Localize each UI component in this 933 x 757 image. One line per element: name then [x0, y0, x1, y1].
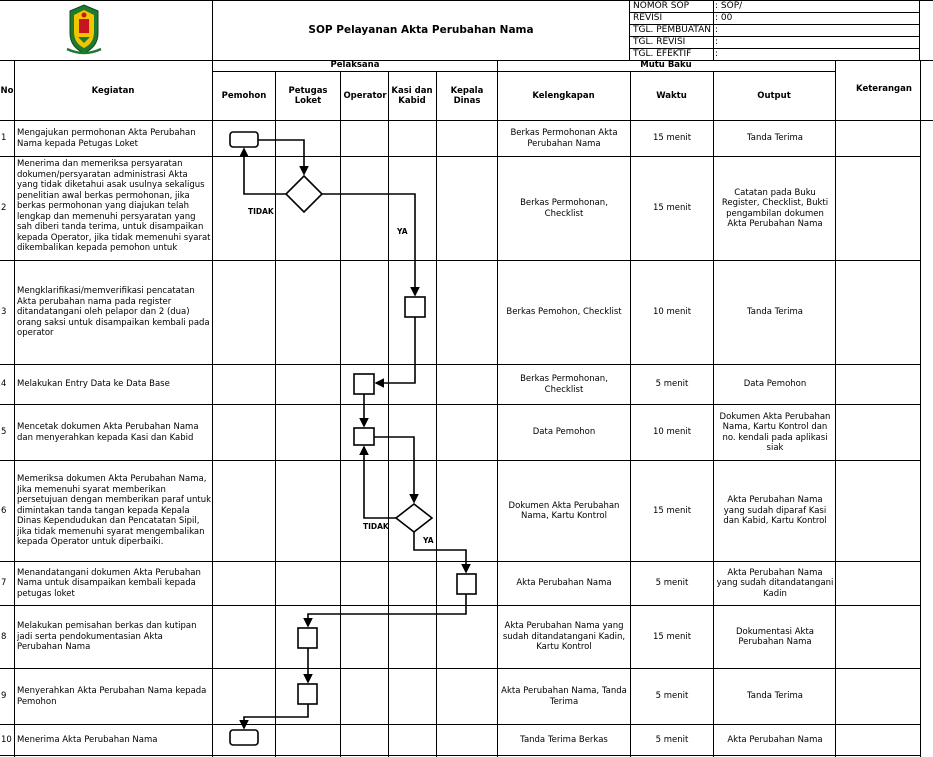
flow-step-7 — [456, 573, 477, 595]
header-kelengkapan: Kelengkapan — [532, 90, 595, 101]
header-output: Output — [757, 90, 791, 101]
meta-label-efektif: TGL. EFEKTIF — [633, 49, 692, 59]
row-kegiatan: Menyerahkan Akta Perubahan Nama kepada P… — [17, 686, 207, 707]
row-kelengkapan: Akta Perubahan Nama — [516, 578, 612, 589]
meta-label-tgl-revisi: TGL. REVISI — [633, 37, 686, 47]
row-kelengkapan: Berkas Pemohon, Checklist — [506, 307, 622, 318]
meta-value-nomor: : SOP/ — [715, 1, 743, 11]
meta-label-revisi: REVISI — [633, 13, 663, 23]
flow-decision-2 — [394, 502, 434, 534]
row-kelengkapan: Berkas Permohonan, Checklist — [520, 198, 608, 219]
row-no: 7 — [1, 578, 7, 589]
row-output: Data Pemohon — [743, 379, 807, 390]
flow-end — [229, 729, 259, 746]
row-waktu: 5 menit — [655, 691, 689, 702]
row-waktu: 15 menit — [652, 505, 692, 516]
row-output: Dokumen Akta Perubahan Nama, Kartu Kontr… — [719, 411, 831, 454]
regency-logo — [64, 3, 104, 55]
label-ya-1: YA — [396, 227, 408, 236]
flow-step-9 — [297, 683, 318, 705]
header-kegiatan: Kegiatan — [91, 85, 135, 96]
row-output: Akta Perubahan Nama — [727, 734, 823, 745]
meta-value-pembuatan: : — [715, 25, 719, 35]
header-mutu-baku: Mutu Baku — [640, 60, 692, 71]
row-kelengkapan: Berkas Permohonan Akta Perubahan Nama — [510, 128, 618, 149]
row-kegiatan: Melakukan Entry Data ke Data Base — [17, 379, 170, 390]
flow-decision-1 — [284, 174, 324, 214]
row-output: Catatan pada Buku Register, Checklist, B… — [721, 187, 829, 230]
label-tidak-2: TIDAK — [363, 522, 390, 531]
row-waktu: 10 menit — [652, 307, 692, 318]
flow-start — [229, 131, 259, 148]
row-waktu: 5 menit — [655, 578, 689, 589]
row-no: 3 — [1, 307, 7, 318]
row-kegiatan: Menerima dan memeriksa persyaratan dokum… — [17, 159, 211, 253]
row-kelengkapan: Dokumen Akta Perubahan Nama, Kartu Kontr… — [508, 500, 620, 522]
header-pemohon: Pemohon — [221, 90, 267, 101]
flow-step-3 — [404, 296, 426, 318]
label-ya-2: YA — [422, 536, 434, 545]
header-keterangan: Keterangan — [856, 83, 912, 94]
row-waktu: 5 menit — [655, 379, 689, 390]
row-no: 10 — [1, 734, 12, 745]
row-output: Akta Perubahan Nama yang sudah diparaf K… — [723, 495, 827, 527]
row-waktu: 15 menit — [652, 203, 692, 214]
row-kelengkapan: Akta Perubahan Nama, Tanda Terima — [501, 686, 627, 707]
row-no: 5 — [1, 427, 7, 438]
row-waktu: 5 menit — [655, 734, 689, 745]
header-petugas-loket: Petugas Loket — [288, 85, 328, 107]
row-kelengkapan: Akta Perubahan Nama yang sudah ditandata… — [502, 621, 626, 653]
meta-label-nomor: NOMOR SOP — [633, 1, 690, 11]
meta-value-revisi: : 00 — [715, 13, 733, 23]
meta-value-tgl-revisi: : — [715, 37, 719, 47]
sop-title: SOP Pelayanan Akta Perubahan Nama — [308, 24, 534, 36]
row-kelengkapan: Data Pemohon — [532, 427, 596, 438]
flow-step-5 — [353, 427, 375, 446]
row-kegiatan: Mengklarifikasi/memverifikasi pencatatan… — [17, 286, 210, 339]
row-kegiatan: Menandatangani dokumen Akta Perubahan Na… — [17, 567, 201, 599]
row-output: Tanda Terima — [746, 133, 803, 144]
row-kelengkapan: Berkas Permohonan, Checklist — [520, 374, 608, 395]
row-kegiatan: Mengajukan permohonan Akta Perubahan Nam… — [17, 128, 196, 149]
header-waktu: Waktu — [656, 90, 687, 101]
flow-step-8 — [297, 627, 318, 649]
row-kegiatan: Menerima Akta Perubahan Nama — [17, 734, 158, 745]
row-no: 9 — [1, 691, 7, 702]
row-kegiatan: Memeriksa dokumen Akta Perubahan Nama, J… — [17, 474, 211, 548]
row-output: Tanda Terima — [746, 691, 803, 702]
header-pelaksana: Pelaksana — [330, 60, 380, 71]
row-kegiatan: Melakukan pemisahan berkas dan kutipan j… — [17, 621, 197, 653]
row-waktu: 15 menit — [652, 631, 692, 642]
row-no: 6 — [1, 505, 7, 516]
row-kegiatan: Mencetak dokumen Akta Perubahan Nama dan… — [17, 422, 199, 443]
row-kelengkapan: Tanda Terima Berkas — [520, 734, 608, 745]
row-output: Dokumentasi Akta Perubahan Nama — [735, 626, 814, 648]
row-output: Tanda Terima — [746, 307, 803, 318]
row-output: Akta Perubahan Nama yang sudah ditandata… — [716, 567, 834, 599]
meta-value-efektif: : — [715, 49, 719, 59]
meta-label-pembuatan: TGL. PEMBUATAN — [633, 25, 711, 35]
row-waktu: 10 menit — [652, 427, 692, 438]
header-kepala-dinas: Kepala Dinas — [450, 85, 484, 107]
row-no: 1 — [1, 133, 7, 144]
row-no: 4 — [1, 379, 7, 390]
row-no: 8 — [1, 631, 7, 642]
header-operator: Operator — [343, 90, 387, 101]
row-waktu: 15 menit — [652, 133, 692, 144]
row-no: 2 — [1, 203, 7, 214]
header-kasi-kabid: Kasi dan Kabid — [391, 85, 433, 107]
label-tidak-1: TIDAK — [248, 207, 275, 216]
flow-step-4 — [353, 373, 375, 395]
header-no: No — [0, 85, 14, 96]
